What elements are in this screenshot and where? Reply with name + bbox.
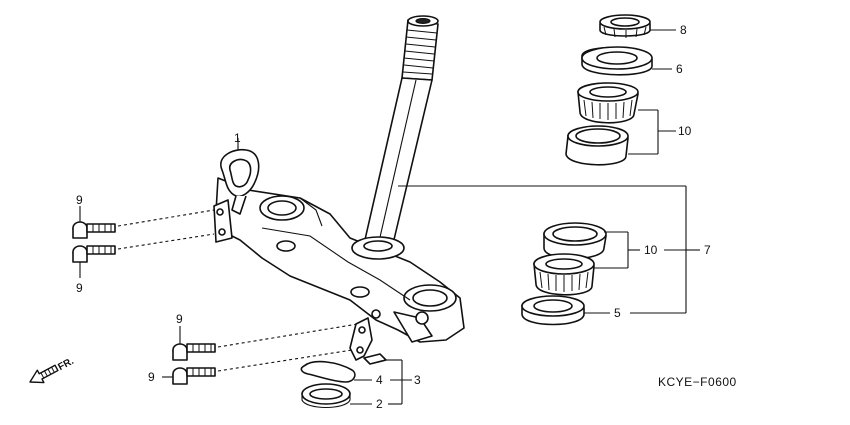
callout-8: 8 — [680, 23, 687, 37]
callout-5: 5 — [614, 306, 621, 320]
rubber-piece-part-4 — [300, 360, 356, 383]
leader-lines — [79, 29, 700, 405]
bolt-9-lower-bottom — [172, 349, 353, 385]
steering-stem-tube — [363, 15, 439, 249]
dust-seal-part-6 — [581, 46, 653, 76]
callout-10-lower: 10 — [644, 243, 658, 257]
callout-6: 6 — [676, 62, 683, 76]
upper-race-part-10 — [565, 125, 629, 166]
lower-bracket — [213, 177, 465, 343]
hose-guide-part-1 — [220, 138, 260, 215]
callout-9-lower-left: 9 — [76, 281, 83, 295]
dust-seal-part-5 — [521, 295, 585, 326]
callout-9-lower-bottom: 9 — [148, 370, 155, 384]
bolt-9-upper-left — [72, 209, 215, 239]
diagram-code: KCYE−F0600 — [658, 375, 737, 389]
bolt-9-lower-left — [72, 233, 215, 263]
lower-race-part-10 — [543, 222, 607, 260]
callout-4: 4 — [376, 373, 383, 387]
lower-bearing-part-10 — [533, 253, 595, 296]
stem-lock-nut-part-8 — [599, 14, 651, 38]
direction-label: FR. — [56, 356, 76, 373]
upper-bearing-part-10 — [577, 82, 639, 124]
callout-9-upper-left: 9 — [76, 193, 83, 207]
bolt-9-upper-bottom — [172, 321, 371, 361]
grommet-part-2 — [301, 383, 351, 409]
callout-3: 3 — [414, 373, 421, 387]
callout-9-upper-bottom: 9 — [176, 312, 183, 326]
callout-7: 7 — [704, 243, 711, 257]
callout-10-upper: 10 — [678, 124, 692, 138]
front-direction-arrow-icon: FR. — [29, 356, 76, 384]
spacer-block — [363, 353, 387, 365]
callout-1: 1 — [234, 131, 241, 145]
callout-2: 2 — [376, 397, 383, 411]
hose-clip-bracket — [349, 317, 373, 361]
